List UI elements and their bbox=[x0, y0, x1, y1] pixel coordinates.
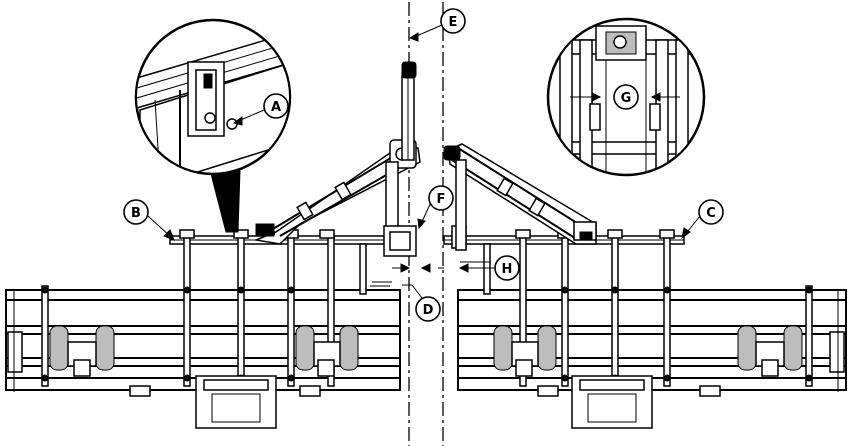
detail-circle-a bbox=[134, 18, 292, 233]
callout-e: E bbox=[440, 8, 466, 34]
callout-f-label: F bbox=[437, 192, 446, 207]
callout-a-label: A bbox=[271, 100, 281, 115]
callout-f: F bbox=[428, 185, 454, 211]
right-wheels bbox=[493, 325, 803, 377]
callout-g-label: G bbox=[621, 91, 632, 106]
callout-g: G bbox=[613, 84, 639, 110]
callout-d: D bbox=[415, 296, 441, 322]
callout-a: A bbox=[263, 93, 289, 119]
callout-c: C bbox=[698, 199, 724, 225]
callout-e-label: E bbox=[449, 15, 458, 30]
callout-h: H bbox=[494, 255, 520, 281]
svg-text:BO: BO bbox=[264, 229, 276, 238]
callout-b: B bbox=[123, 199, 149, 225]
callout-d-label: D bbox=[423, 303, 434, 318]
callout-c-label: C bbox=[706, 206, 716, 221]
right-lift-arm bbox=[443, 143, 597, 251]
left-lift-arm: BO bbox=[253, 61, 421, 257]
callout-b-label: B bbox=[131, 206, 141, 221]
left-wheels bbox=[49, 325, 359, 377]
callout-h-label: H bbox=[502, 262, 513, 277]
